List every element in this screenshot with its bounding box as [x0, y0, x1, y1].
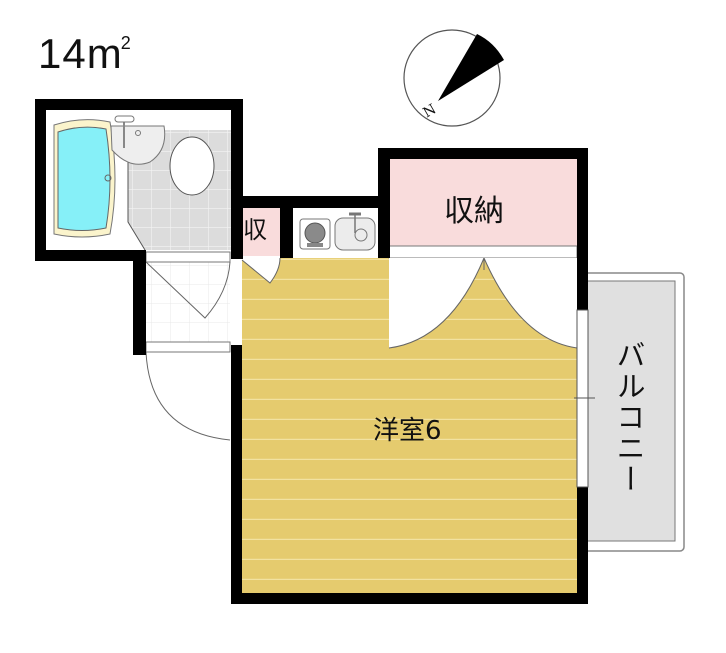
small-storage-label: 収	[243, 216, 267, 244]
storage-closet	[389, 158, 577, 246]
closet-doors[interactable]	[388, 257, 578, 349]
small-storage	[242, 208, 280, 256]
storage-closet-label: 収納	[444, 194, 504, 229]
walls	[35, 99, 588, 604]
kitchen-sink-icon	[334, 212, 376, 251]
balcony	[583, 272, 685, 552]
bathroom-door[interactable]	[145, 261, 231, 319]
stove-icon	[299, 218, 331, 250]
entrance-door[interactable]	[145, 351, 231, 441]
balcony-label: バルコニー	[612, 340, 646, 495]
north-arrow-icon: N	[403, 29, 504, 127]
western-room-label: 洋室6	[373, 416, 442, 446]
toilet-icon	[169, 136, 215, 196]
washbasin-icon	[110, 115, 166, 165]
balcony-window[interactable]	[574, 309, 595, 488]
small-storage-door[interactable]	[241, 256, 281, 284]
bathtub-icon	[53, 119, 116, 238]
floor-area: 14m2	[38, 30, 132, 77]
